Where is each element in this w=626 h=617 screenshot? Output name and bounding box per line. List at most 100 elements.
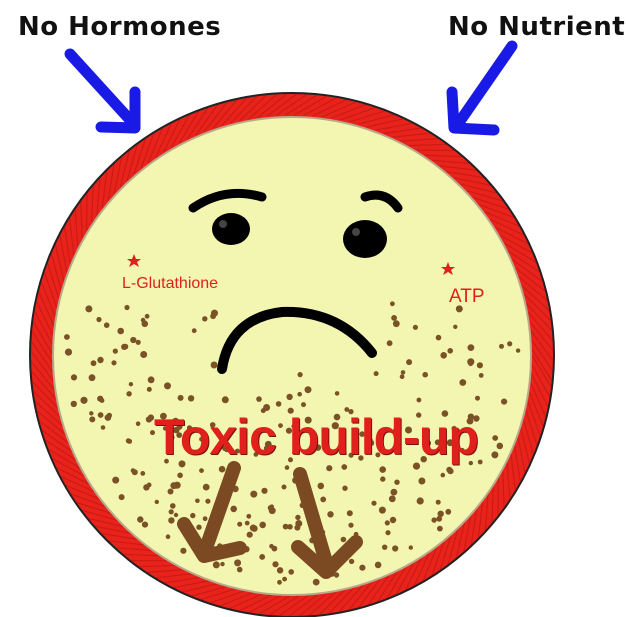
atp-label: ATP	[449, 286, 485, 308]
toxin-particle	[96, 317, 101, 322]
toxin-particle	[288, 569, 294, 575]
toxin-particle	[170, 482, 177, 489]
toxin-particle	[142, 321, 149, 328]
toxin-particle	[468, 361, 473, 366]
toxin-particle	[205, 499, 210, 504]
toxin-particle	[437, 526, 443, 532]
toxin-particle	[237, 567, 243, 573]
toxin-particle	[250, 525, 257, 532]
toxin-particle	[436, 335, 442, 341]
toxin-particle	[305, 386, 312, 393]
toxin-particle	[113, 349, 118, 354]
toxin-particle	[478, 460, 483, 465]
toxin-particle	[507, 341, 512, 346]
toxin-particle	[192, 328, 197, 333]
toxin-particle	[313, 579, 320, 586]
toxin-particle	[112, 477, 119, 484]
toxin-particle	[453, 325, 457, 329]
toxin-particle	[259, 522, 266, 529]
toxin-particle	[379, 466, 386, 473]
toxin-particle	[140, 351, 147, 358]
toxin-particle	[379, 507, 386, 514]
toxin-particle	[196, 525, 201, 530]
toxin-particle	[64, 334, 70, 340]
toxin-particle	[148, 376, 155, 383]
toxin-particle	[164, 382, 171, 389]
toxin-particle	[382, 545, 387, 550]
toxin-particle	[348, 523, 353, 528]
toxin-particle	[178, 395, 184, 401]
toxin-particle	[230, 506, 237, 513]
toxin-particle	[391, 489, 398, 496]
toxin-particle	[126, 391, 131, 396]
toxin-particle	[413, 325, 418, 330]
toxin-particle	[180, 548, 186, 554]
toxin-particle	[105, 414, 112, 421]
toxin-particle	[389, 495, 396, 502]
toxin-particle	[422, 372, 428, 378]
toxin-particle	[155, 500, 159, 504]
toxin-particle	[359, 565, 365, 571]
toxin-particle	[211, 362, 218, 369]
toxin-particle	[318, 483, 325, 490]
toxin-particle	[137, 516, 143, 522]
toxin-particle	[250, 491, 257, 498]
toxin-particle	[234, 559, 241, 566]
toxin-particle	[272, 561, 278, 567]
toxin-particle	[142, 522, 148, 528]
toxin-particle	[276, 401, 282, 407]
toxin-particle	[491, 451, 498, 458]
glutathione-label: L-Glutathione	[122, 275, 218, 293]
toxin-particle	[261, 488, 267, 494]
toxin-particle	[188, 395, 194, 401]
arrow-down-right-icon	[70, 54, 135, 128]
toxin-particle	[409, 545, 413, 549]
toxin-particle	[347, 510, 353, 516]
toxin-particle	[202, 316, 207, 321]
toxin-particle	[247, 532, 253, 538]
toxin-particle	[246, 514, 251, 519]
toxin-particle	[320, 497, 326, 503]
cytoplasm	[53, 117, 531, 595]
toxin-particle	[130, 337, 136, 343]
toxin-particle	[499, 344, 504, 349]
toxin-particle	[98, 412, 104, 418]
toxin-particle	[393, 320, 400, 327]
toxin-particle	[297, 392, 302, 397]
toxin-particle	[390, 301, 395, 306]
toxin-particle	[401, 370, 406, 375]
toxin-particle	[394, 480, 399, 485]
toxin-particle	[447, 348, 453, 354]
toxin-particle	[282, 577, 287, 582]
toxin-particle	[371, 501, 376, 506]
toxin-particle	[132, 469, 138, 475]
toxin-particle	[277, 567, 283, 573]
toxin-particle	[387, 340, 393, 346]
toxin-particle	[440, 352, 447, 359]
toxin-particle	[203, 484, 210, 491]
toxin-particle	[468, 344, 475, 351]
toxin-particle	[385, 530, 390, 535]
toxin-particle	[392, 545, 398, 551]
toxin-particle	[282, 485, 287, 490]
toxin-particle	[301, 402, 306, 407]
no-nutrients-label: No Nutrients	[448, 12, 626, 42]
toxin-particle	[136, 340, 141, 345]
toxin-particle	[145, 314, 150, 319]
toxin-particle	[335, 391, 340, 396]
toxin-particle	[174, 513, 178, 517]
toxin-particle	[390, 517, 396, 523]
toxin-particle	[391, 315, 397, 321]
toxin-particle	[417, 497, 424, 504]
toxin-particle	[124, 305, 129, 310]
toxin-particle	[259, 554, 265, 560]
toxin-particle	[342, 486, 347, 491]
toxin-particle	[123, 344, 129, 350]
toxin-particle	[89, 411, 93, 415]
no-hormones-label: No Hormones	[18, 12, 221, 42]
toxin-particle	[147, 387, 152, 392]
toxin-particle	[418, 478, 425, 485]
toxin-particle	[213, 561, 220, 568]
toxin-particle	[326, 465, 332, 471]
